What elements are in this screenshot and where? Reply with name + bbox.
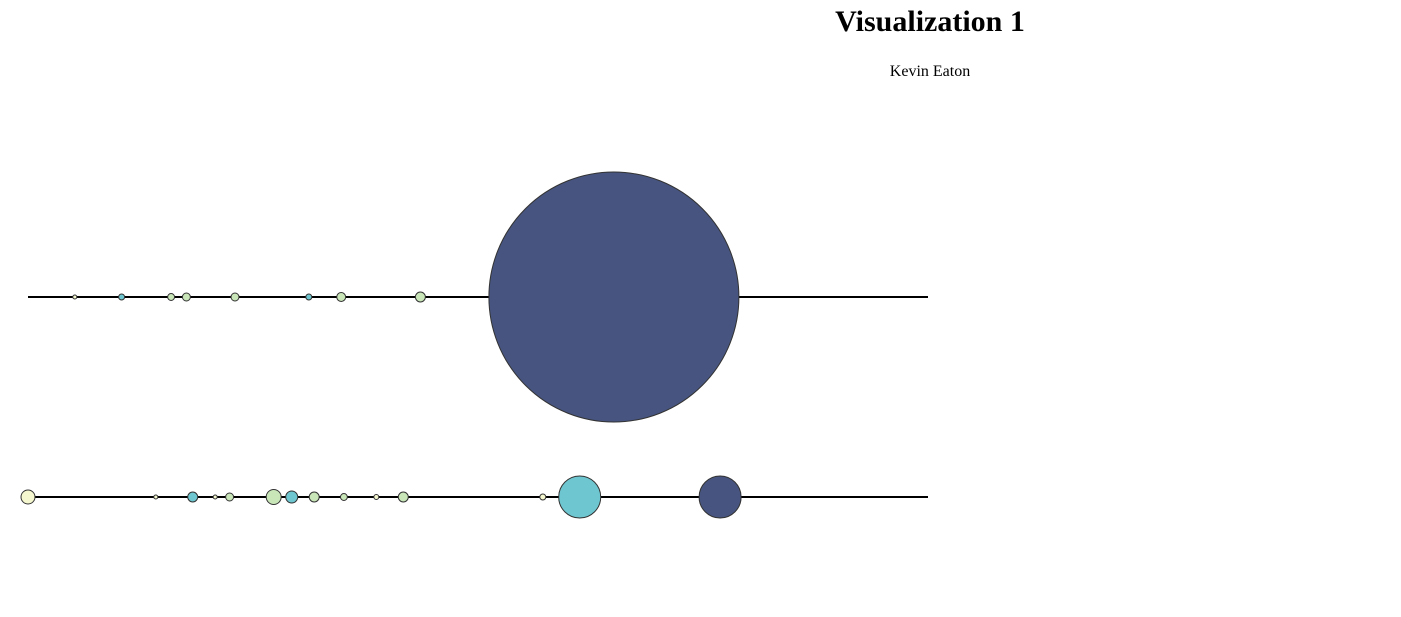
- series-1-bubble-2: [118, 293, 126, 301]
- series-2-bubble-10: [373, 494, 380, 500]
- series-2-bubble-2: [153, 494, 159, 500]
- series-1-bubble-8: [414, 291, 426, 303]
- chart-subtitle-author: Kevin Eaton: [889, 63, 971, 80]
- series-1: [28, 171, 928, 423]
- series-2-bubble-4: [212, 494, 218, 500]
- series-2-bubble-7: [285, 490, 299, 504]
- series-1-bubble-3: [167, 293, 176, 301]
- series-2-bubble-14: [698, 475, 742, 519]
- series-2-bubble-12: [539, 493, 547, 501]
- series-1-bubble-9: [488, 171, 740, 423]
- series-1-bubble-6: [305, 293, 313, 301]
- series-1-bubble-1: [72, 294, 78, 300]
- chart-title: Visualization 1: [835, 5, 1025, 38]
- series-2-bubble-11: [397, 491, 409, 503]
- series-2: [20, 475, 928, 519]
- series-2-bubble-3: [187, 491, 199, 503]
- series-2-bubble-5: [225, 492, 235, 502]
- series-2-bubble-6: [265, 489, 282, 505]
- series-2-bubble-1: [20, 489, 36, 505]
- series-2-bubble-9: [339, 493, 348, 501]
- series-1-bubble-5: [230, 292, 240, 302]
- series-2-bubble-13: [558, 475, 602, 519]
- series-2-bubble-8: [308, 491, 320, 503]
- series-1-bubble-7: [336, 292, 347, 302]
- series-1-bubble-4: [181, 292, 191, 302]
